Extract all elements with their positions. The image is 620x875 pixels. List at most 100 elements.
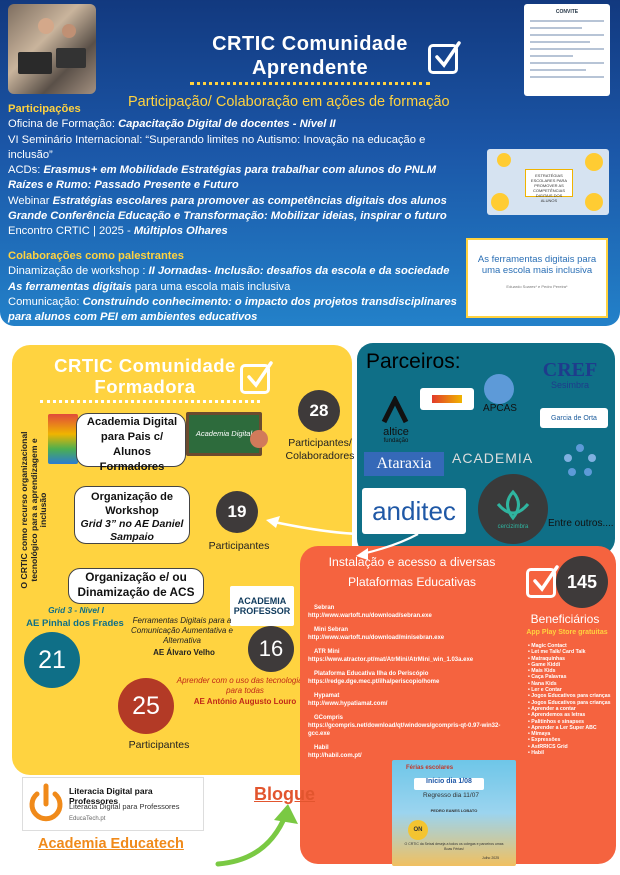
count-145: 145 [556, 556, 608, 608]
text: Construindo conhecimento: o impacto dos … [82, 295, 457, 308]
logo-title: Literacia Digital para Professores [69, 786, 153, 806]
platform-link-item: Plataforma Educativa Ilha do Periscópio h… [308, 670, 518, 686]
title-line-2: Plataformas Educativas [347, 575, 477, 589]
partners-title: Parceiros: [366, 350, 461, 373]
app-list-item: • Palitinhos e sinapses [528, 719, 614, 725]
bullet-icon: • [528, 649, 532, 656]
caa-place: AE Álvaro Velho [153, 648, 215, 657]
text: Estratégias escolares para promover as c… [52, 194, 447, 207]
count-19: 19 [216, 491, 258, 533]
literacia-digital-card[interactable]: Literacia Digital para Professores Liter… [22, 777, 204, 831]
emoji-icon [491, 193, 509, 211]
vertical-caption: O CRTIC como recurso organizacional tecn… [19, 431, 48, 589]
app-name: Aprender a contar [531, 705, 576, 712]
collab-heading: Colaborações como palestrantes [8, 250, 184, 262]
app-list-item: • Ler e Contar [528, 687, 614, 693]
platform-url-link[interactable]: https://gcompris.net/download/qt/windows… [308, 723, 501, 737]
bullet-icon: • [528, 712, 532, 719]
comunidade-aprendente-title: CRTIC Comunidade Aprendente [180, 32, 440, 80]
cercizimbra-logo: cercizimbra [478, 474, 548, 544]
platform-url-link[interactable]: https://redge.dge.mec.pt/ilha/periscopio… [308, 679, 440, 685]
title-line-2: Formadora [94, 376, 196, 397]
acs-card [68, 568, 204, 604]
platform-url-link[interactable]: https://www.atractor.pt/mat/AtrMini/AtrM… [308, 657, 474, 663]
text: Erasmus+ em Mobilidade Estratégias para … [43, 164, 437, 177]
logo-text: Sesimbra [550, 380, 589, 390]
apps-heading: App Play Store gratuitas [526, 629, 608, 636]
beneficiaries-label: Beneficiários [530, 612, 600, 626]
count-16: 16 [248, 626, 294, 672]
logo-text: CREF [542, 359, 598, 381]
poster-text: Início dia 1/08 [414, 778, 484, 790]
apcas-emblem [484, 374, 514, 404]
app-name: Mais Kids [531, 668, 556, 675]
logo-text: ACADEMIA [237, 596, 287, 606]
ataraxia-logo: Ataraxia [364, 452, 444, 476]
platform-url-link[interactable]: http://www.wartoft.nu/download/minisebra… [308, 635, 445, 641]
doc-title: CONVITE [555, 9, 579, 15]
platform-name: Sebran [314, 605, 335, 611]
app-name: Palitinhos e sinapses [531, 718, 585, 725]
grid-label: Grid 3 - Nível I [48, 605, 104, 615]
app-list-item: • Aprender a contar [528, 706, 614, 712]
app-name: Caça Palavras [531, 674, 567, 681]
academia-digital-text: Academia Digital para Pais c/ Alunos For… [86, 416, 178, 473]
app-list-item: • Matraquinhas [528, 656, 614, 662]
workshop-sub: Grid 3” no AE Daniel Sampaio [76, 518, 188, 544]
dotted-divider [40, 400, 260, 403]
text: Oficina de Formação: [8, 118, 119, 131]
grid-place: AE Pinhal dos Frades [26, 618, 124, 629]
logo-text: fundação [383, 438, 409, 444]
arrow-icon [356, 533, 419, 560]
check-icon [428, 41, 461, 74]
platform-link-item: Hypamat http://www.hypatiamat.com/ [308, 692, 518, 708]
platform-url-link[interactable]: http://habil.com.pt/ [308, 753, 362, 759]
bullet-icon: • [528, 661, 532, 668]
text: Raízes e Rumo: Passado Presente e Futuro [8, 179, 239, 192]
acs-title: Organização e/ ou Dinamização de ACS [77, 570, 195, 599]
app-name: Matraquinhas [531, 655, 565, 662]
count-28: 28 [298, 390, 340, 432]
collab-block: Colaborações como palestrantes Dinamizaç… [8, 249, 468, 325]
text: Dinamização de workshop : [8, 265, 149, 278]
count-21: 21 [24, 632, 80, 688]
emoji-icon [497, 153, 511, 167]
logo-brand: EducaTech.pt [69, 816, 106, 822]
count-19-label: Participantes [208, 540, 270, 552]
app-name: Jogos Educativos para crianças [531, 693, 611, 700]
app-list-item: • Nana Kids [528, 681, 614, 687]
slide-thumbnail: As ferramentas digitais para uma escola … [466, 238, 608, 318]
tech-title: Aprender com o uso das tecnologias é par… [176, 676, 314, 695]
platform-name: Habil [314, 745, 329, 751]
app-list-item: • Habil [528, 750, 614, 756]
app-name: Habil [531, 750, 544, 757]
app-list-item: • Jogos Educativos para crianças [528, 700, 614, 706]
platform-name: Plataforma Educativa Ilha do Periscópio [314, 671, 429, 677]
academia-educatech-link[interactable]: Academia Educatech [38, 836, 184, 852]
caa-title: Ferramentas Digitais para a Comunicação … [131, 616, 233, 645]
poster-text: Julho 2025 [482, 856, 500, 860]
flyer-thumbnail [48, 414, 78, 464]
emoji-webinar-thumbnail: ESTRATÉGIAS ESCOLARES PARA PROMOVER AS C… [487, 149, 609, 215]
title-line-1: CRTIC Comunidade [212, 33, 408, 55]
count-28-label: Participantes/ Colaboradores [285, 437, 355, 462]
apcas-logo: APCAS [483, 403, 517, 414]
count-25: 25 [118, 678, 174, 734]
poster-text: O CRTIC da Seixal deseja a todos os cole… [404, 842, 504, 851]
platform-url-link[interactable]: http://www.wartoft.nu/download/sebran.ex… [308, 613, 432, 619]
chalkboard-image: Academia Digital [186, 412, 262, 456]
platform-url-link[interactable]: http://www.hypatiamat.com/ [308, 701, 388, 707]
invitation-document-thumbnail: CONVITE [524, 4, 610, 96]
bullet-icon: • [528, 743, 532, 750]
bullet-icon: • [528, 731, 532, 738]
dotted-divider [190, 82, 430, 85]
platform-name: Hypamat [314, 693, 340, 699]
bullet-icon: • [528, 668, 532, 675]
text: Grid 3” no AE Daniel Sampaio [80, 518, 184, 543]
platform-name: Mini Sebran [314, 627, 349, 633]
app-list-item: • Let me Talk/ Card Talk [528, 649, 614, 655]
blog-link[interactable]: Blogue [254, 784, 315, 804]
logo-sub: Literacia Digital para Professores [69, 802, 180, 811]
app-name: Nana Kids [531, 680, 557, 687]
